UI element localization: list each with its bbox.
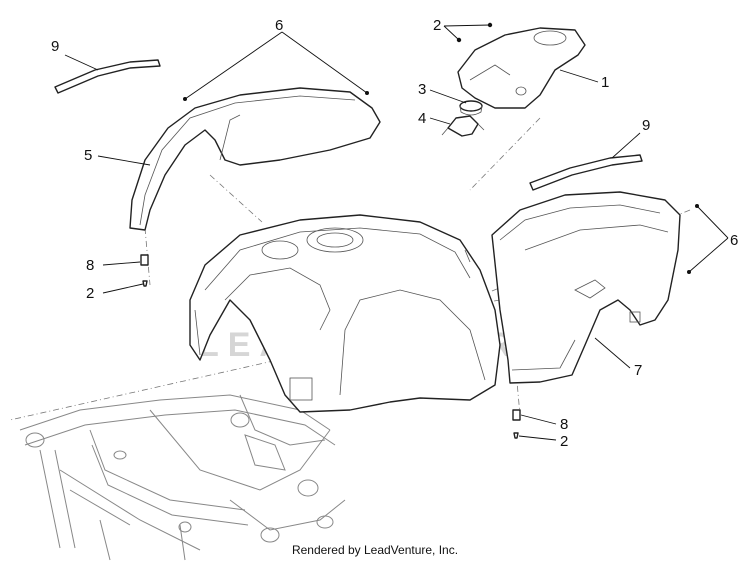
callout-8-left: 8 bbox=[86, 257, 94, 274]
callout-3: 3 bbox=[418, 81, 426, 98]
callout-8-right: 8 bbox=[560, 416, 568, 433]
callout-5: 5 bbox=[84, 147, 92, 164]
part-9-trim-strip-right bbox=[529, 154, 643, 191]
fuel-tank bbox=[189, 214, 501, 413]
callout-6-right: 6 bbox=[730, 232, 738, 249]
callout-2-right: 2 bbox=[560, 433, 568, 450]
leader-lines bbox=[64, 24, 729, 441]
callouts: 2 1 3 4 5 6 9 9 6 7 8 2 8 2 bbox=[51, 17, 738, 450]
callout-7: 7 bbox=[634, 362, 642, 379]
callout-6-top: 6 bbox=[275, 17, 283, 34]
callout-2-left: 2 bbox=[86, 285, 94, 302]
callout-1: 1 bbox=[601, 74, 609, 91]
callout-9-left: 9 bbox=[51, 38, 59, 55]
part-4-bracket bbox=[441, 115, 485, 137]
part-9-trim-strip-left bbox=[54, 59, 161, 94]
callout-2-top: 2 bbox=[433, 17, 441, 34]
part-5-left-tank-cover bbox=[129, 87, 381, 231]
part-3-seal bbox=[459, 100, 483, 116]
part-7-right-tank-cover bbox=[491, 191, 681, 384]
frame-assembly bbox=[19, 394, 346, 561]
callout-9-right: 9 bbox=[642, 117, 650, 134]
part-1-console bbox=[457, 27, 586, 109]
callout-4: 4 bbox=[418, 110, 426, 127]
render-credit: Rendered by LeadVenture, Inc. bbox=[291, 543, 459, 557]
